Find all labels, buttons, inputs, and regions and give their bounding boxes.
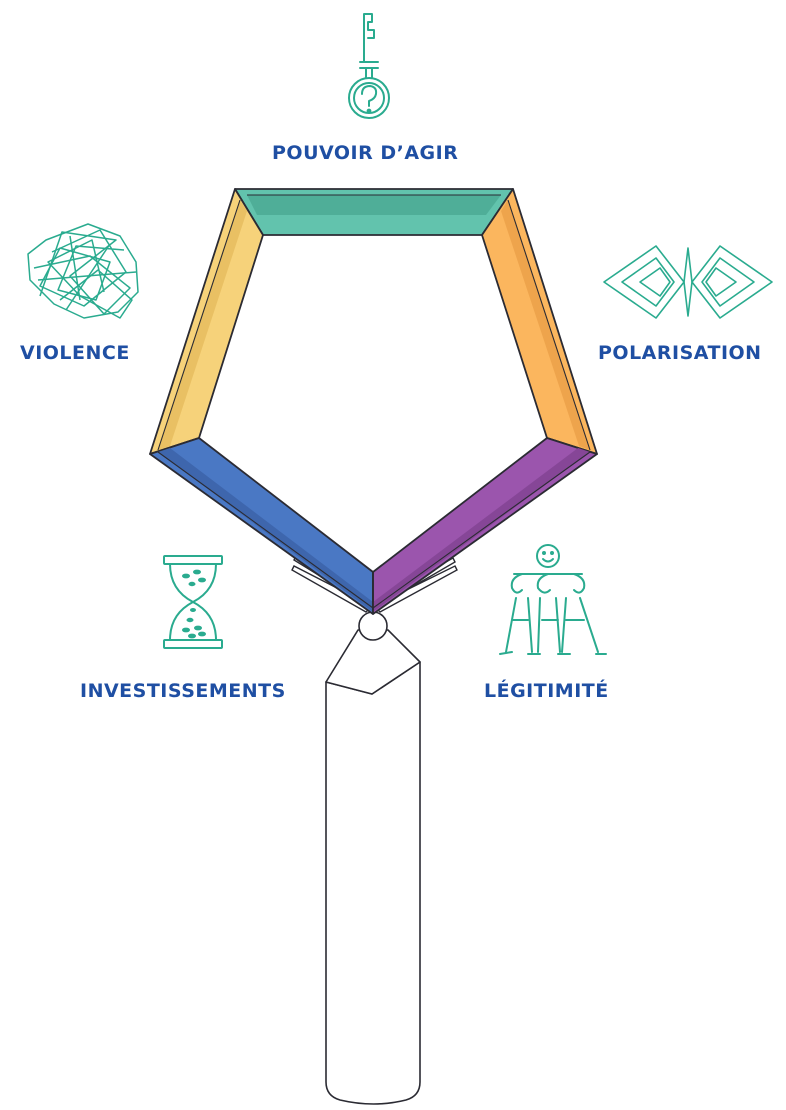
segment-right-inner — [501, 200, 590, 450]
label-investissements: INVESTISSEMENTS — [80, 680, 286, 702]
pentagon-lens — [149, 188, 598, 615]
label-violence: VIOLENCE — [20, 342, 130, 364]
key-question-icon — [348, 13, 390, 119]
tangled-scribble-icon — [27, 223, 139, 319]
segment-left-inner — [158, 200, 247, 450]
magnifier-handle — [325, 611, 421, 1105]
label-pouvoir-d-agir: POUVOIR D’AGIR — [272, 142, 459, 164]
label-legitimite: LÉGITIMITÉ — [484, 680, 609, 702]
supported-person-icon — [499, 544, 607, 655]
diverging-diamonds-icon — [603, 245, 773, 319]
label-polarisation: POLARISATION — [598, 342, 762, 364]
hourglass-coins-icon — [163, 555, 223, 649]
segment-top-inner — [247, 195, 501, 215]
